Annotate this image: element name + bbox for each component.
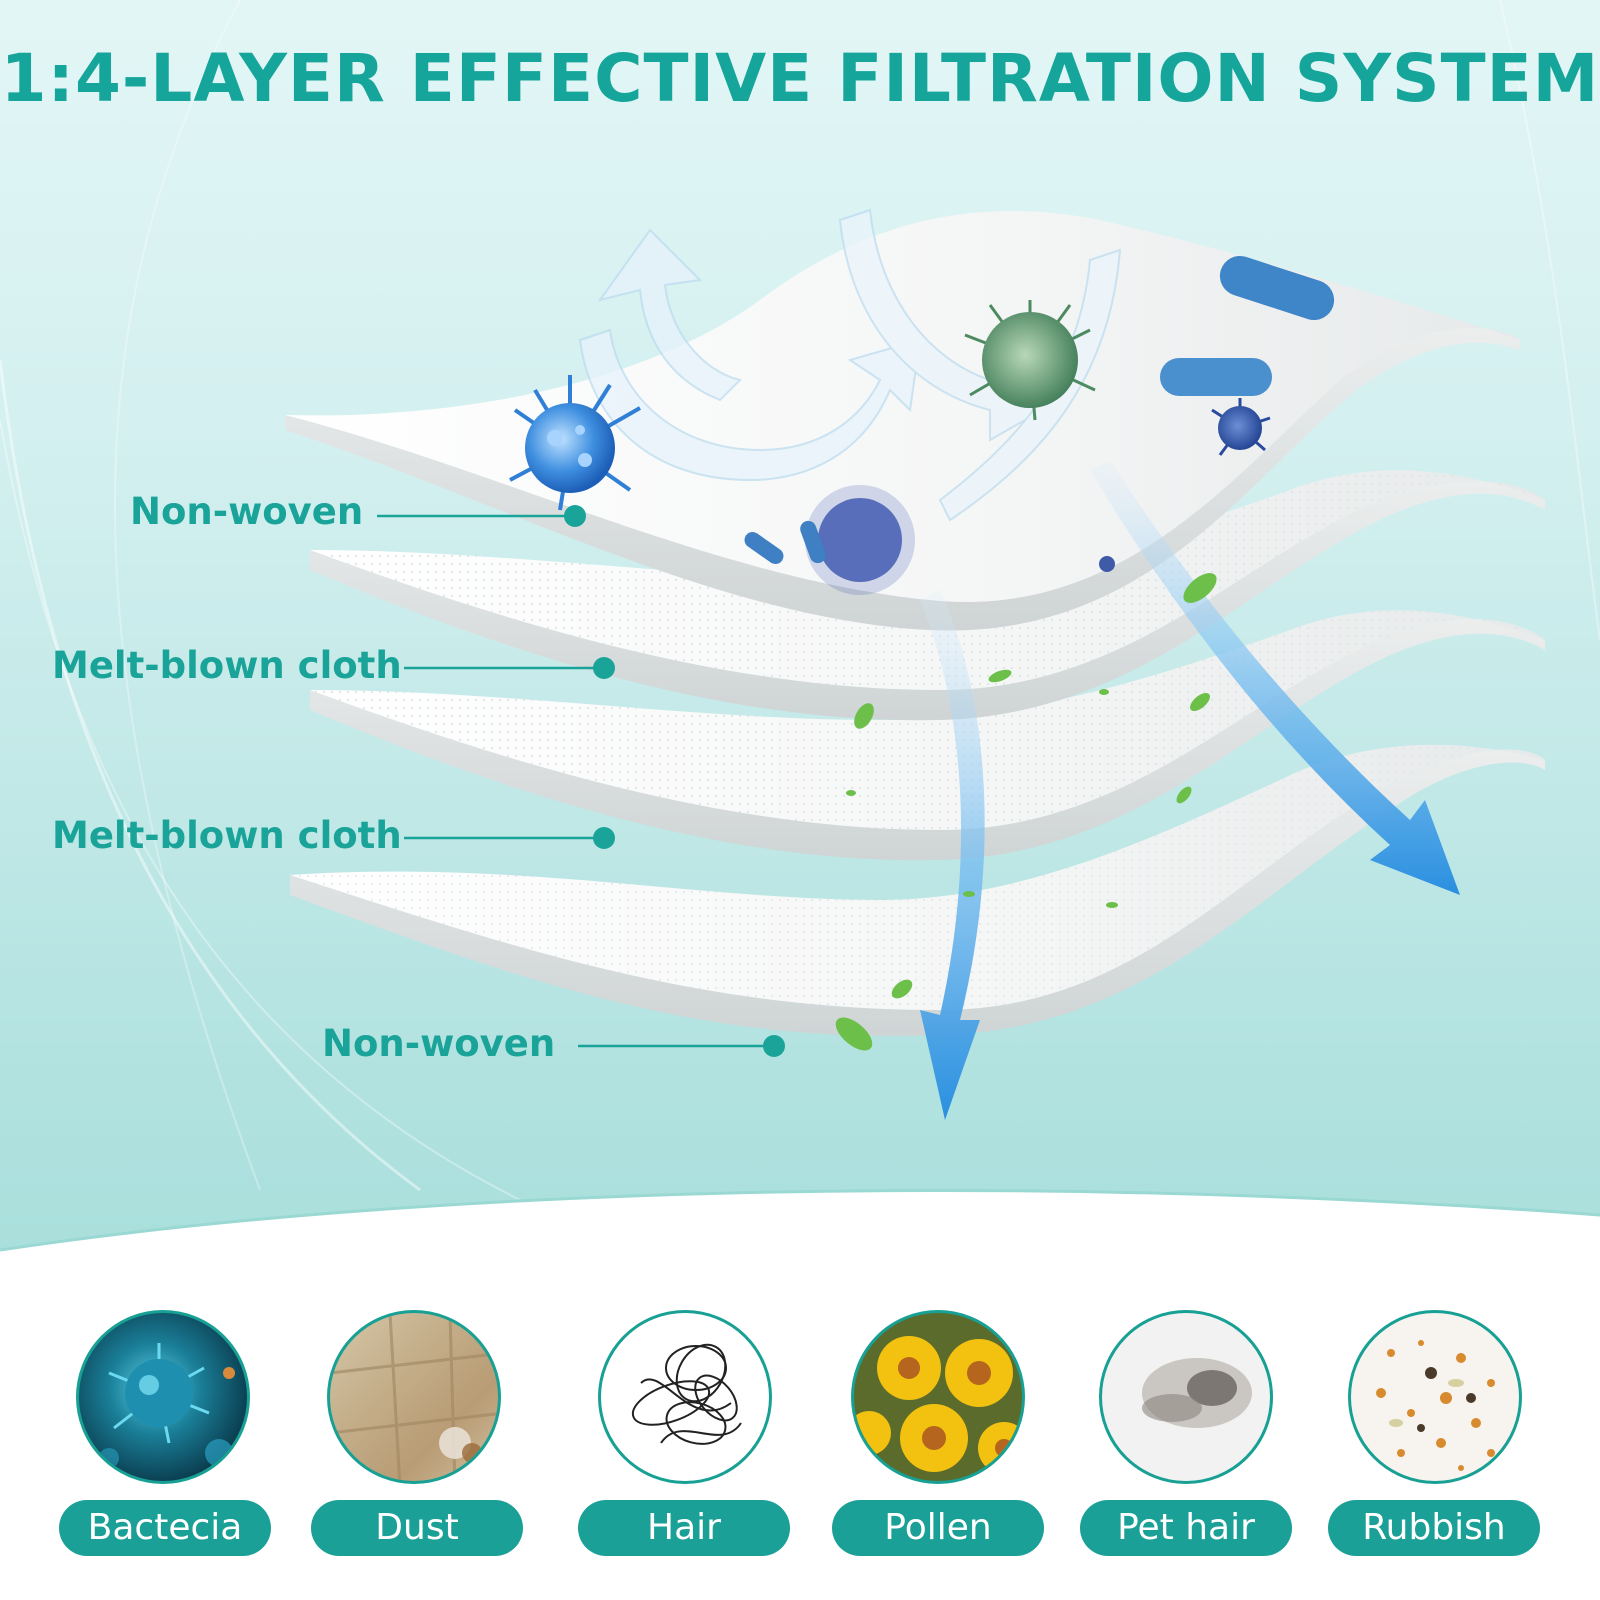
rubbish-icon <box>1348 1310 1522 1484</box>
navy-virus-icon <box>1211 398 1271 456</box>
bacteria-icon <box>76 1310 250 1484</box>
layer-1-sheet <box>285 211 1520 631</box>
green-virus-icon <box>964 300 1096 421</box>
airflow-down-arrows <box>920 460 1460 1120</box>
filter-badge-pet-hair: Pet hair <box>1080 1500 1292 1556</box>
layer-label-non-woven-top: Non-woven <box>130 490 364 533</box>
filter-badge-pollen: Pollen <box>832 1500 1044 1556</box>
pet-hair-icon <box>1099 1310 1273 1484</box>
filter-badge-rubbish: Rubbish <box>1328 1500 1540 1556</box>
page-title: 1:4-LAYER EFFECTIVE FILTRATION SYSTEM <box>0 40 1600 117</box>
layer-label-non-woven-bottom: Non-woven <box>322 1022 556 1065</box>
leaf-icon <box>835 573 1217 1051</box>
filter-badge-hair: Hair <box>578 1500 790 1556</box>
filter-badge-bactecia: Bactecia <box>59 1500 271 1556</box>
blue-virus-icon <box>509 375 641 511</box>
dust-icon <box>327 1310 501 1484</box>
blurred-virus-icon <box>805 485 915 595</box>
small-virus-icon <box>1099 556 1115 572</box>
bacillus-icon <box>744 255 1335 565</box>
pollen-icon <box>851 1310 1025 1484</box>
filter-badge-dust: Dust <box>311 1500 523 1556</box>
layer-4-sheet <box>290 744 1545 1037</box>
layer-label-melt-blown-1: Melt-blown cloth <box>52 644 402 687</box>
layer-label-melt-blown-2: Melt-blown cloth <box>52 814 402 857</box>
hair-icon <box>598 1310 772 1484</box>
leader-lines <box>377 505 785 1057</box>
